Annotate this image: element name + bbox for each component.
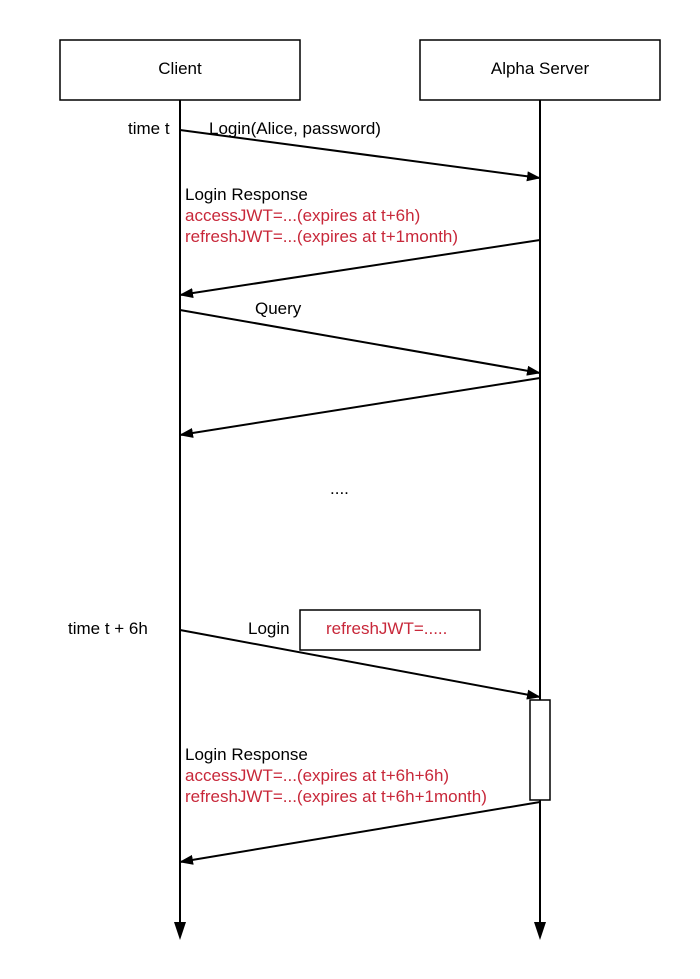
server-lifeline-arrowhead xyxy=(534,922,546,940)
time-t-label: time t xyxy=(128,119,170,138)
server-label: Alpha Server xyxy=(491,59,590,78)
refresh-token-note-box xyxy=(299,609,481,651)
login-request-arrow xyxy=(179,129,541,182)
server-participant: Alpha Server xyxy=(419,39,661,101)
ellipsis-label: .... xyxy=(330,479,349,498)
query-arrow xyxy=(179,309,541,376)
login-response-arrow xyxy=(179,239,541,298)
refresh-jwt-2-label: refreshJWT=...(expires at t+6h+1month) xyxy=(185,787,487,806)
login-request-label: Login(Alice, password) xyxy=(209,119,381,138)
login-response-title: Login Response xyxy=(185,185,308,204)
access-jwt-2-label: accessJWT=...(expires at t+6h+6h) xyxy=(185,766,449,785)
time-t-plus-6h-label: time t + 6h xyxy=(68,619,148,638)
login-response-2-arrow xyxy=(179,801,541,865)
access-jwt-label: accessJWT=...(expires at t+6h) xyxy=(185,206,420,225)
query-response-arrow xyxy=(179,377,541,438)
login-response-2-title: Login Response xyxy=(185,745,308,764)
login-refresh-arrow xyxy=(179,629,541,700)
query-label: Query xyxy=(255,299,302,318)
refresh-jwt-label: refreshJWT=...(expires at t+1month) xyxy=(185,227,458,246)
client-lifeline-arrowhead xyxy=(174,922,186,940)
server-box xyxy=(419,39,661,101)
login-refresh-label: Login xyxy=(248,619,290,638)
refresh-token-note-label: refreshJWT=..... xyxy=(326,619,447,638)
server-activation-box xyxy=(529,699,551,801)
client-label: Client xyxy=(158,59,202,78)
client-box xyxy=(59,39,301,101)
client-participant: Client xyxy=(59,39,301,101)
